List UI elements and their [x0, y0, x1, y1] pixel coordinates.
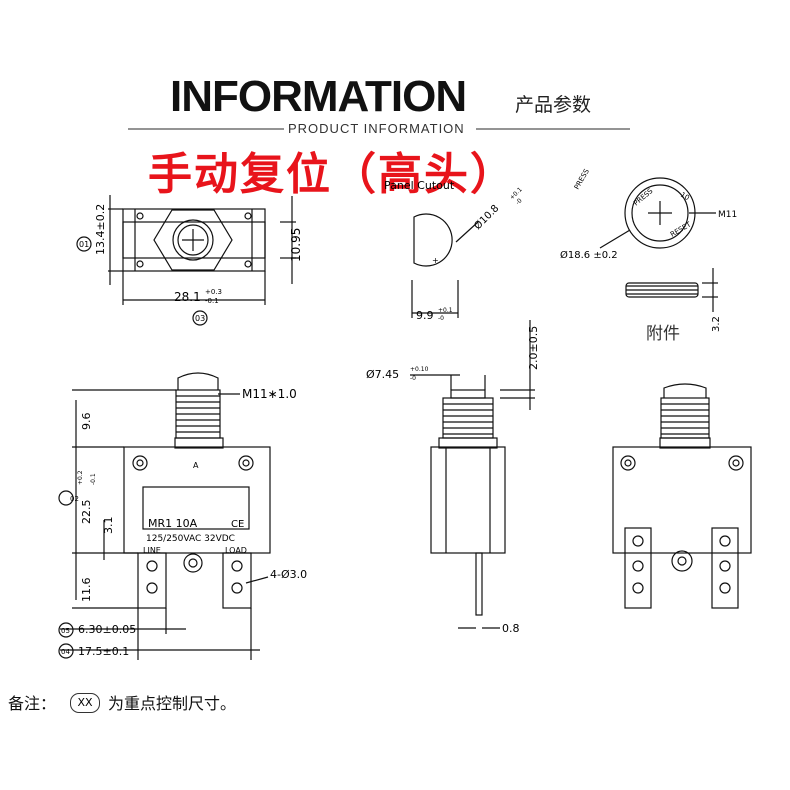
panel-cutout-label: Panel Cutout: [384, 179, 455, 192]
front-body-tol-lower: -0.1: [90, 473, 97, 485]
front-terminal-width: 6.30±0.05: [78, 623, 136, 636]
nut-thickness-label: 3.2: [711, 316, 722, 332]
footer-note-code: XX: [70, 693, 100, 713]
accessory-label: 附件: [646, 324, 680, 344]
front-body: [123, 446, 271, 554]
nut-drawing: [599, 177, 718, 312]
top-width-tol-upper: +0.3: [205, 288, 222, 296]
back-terminal-left: [624, 527, 652, 609]
cutout-flat-label: 9.9: [416, 309, 434, 322]
cutout-flat-tol-lower: -0: [438, 315, 444, 322]
front-thread-label: M11∗1.0: [242, 387, 297, 401]
front-top-height: 9.6: [80, 413, 93, 431]
mark-05: 05: [61, 627, 70, 635]
info-subtitle: PRODUCT INFORMATION: [288, 121, 465, 136]
side-button: [450, 389, 486, 399]
front-view: [58, 372, 271, 660]
hex-nut-outline: [153, 209, 233, 271]
side-button-diameter: Ø7.45: [366, 368, 399, 381]
side-terminal: [475, 552, 483, 616]
side-terminal-thickness: 0.8: [502, 622, 520, 635]
mark-02: 02: [70, 495, 79, 503]
cutout-center-mark: +: [432, 256, 439, 265]
front-load-label: LOAD: [225, 546, 247, 555]
mark-03: 03: [195, 314, 205, 323]
front-rating-label: 125/250VAC 32VDC: [146, 534, 235, 544]
front-line-label: LINE: [143, 546, 161, 555]
footer-note-text: 为重点控制尺寸。: [108, 694, 237, 713]
back-body: [612, 446, 752, 554]
front-body-height: 22.5: [80, 500, 93, 525]
front-button: [177, 372, 219, 390]
side-body: [430, 446, 506, 554]
nut-thread-label: M11: [718, 210, 737, 220]
side-button-tol-upper: +0.10: [410, 366, 429, 373]
top-view: [76, 195, 296, 326]
front-ce-mark: CE: [231, 519, 244, 530]
back-view: [612, 383, 752, 609]
top-width-tol-lower: -0.1: [205, 297, 219, 305]
nut-diameter-label: Ø18.6 ±0.2: [560, 249, 618, 261]
top-inner-height-label: 10.95: [289, 228, 303, 262]
front-body-tol-upper: +0.2: [77, 470, 84, 485]
front-label-plate: [142, 486, 250, 530]
front-arrow-mark: A: [193, 461, 199, 470]
top-width-label: 28.1: [174, 290, 201, 304]
side-view: [410, 320, 535, 629]
back-terminal-right: [711, 527, 739, 609]
cutout-diameter-tol-lower: -0: [514, 197, 523, 206]
back-thread: [660, 397, 710, 439]
info-title-cn: 产品参数: [515, 94, 592, 116]
front-model-label: MR1 10A: [148, 517, 198, 530]
front-terminal-length: 11.6: [80, 578, 93, 603]
nut-ten-text: 10: [679, 191, 691, 202]
mark-01: 01: [79, 240, 89, 249]
panel-cutout: [411, 213, 479, 318]
front-terminal-load: [222, 552, 252, 609]
front-terminal-offset: 3.1: [102, 517, 115, 535]
mark-04: 04: [61, 648, 70, 656]
info-title: INFORMATION: [170, 72, 467, 121]
cutout-diameter-label: Ø10.8: [472, 202, 502, 232]
front-terminal-line: [137, 552, 167, 609]
nut-reset-text: RESET: [669, 220, 693, 239]
side-button-tol-lower: -0: [410, 375, 416, 382]
back-button: [663, 383, 707, 398]
cutout-flat-tol-upper: +0.1: [438, 307, 453, 314]
top-height-label: 13.4±0.2: [94, 204, 107, 255]
front-terminal-pitch: 17.5±0.1: [78, 645, 129, 658]
side-button-height: 2.0±0.5: [527, 326, 540, 370]
front-hole-label: 4-Ø3.0: [270, 568, 307, 581]
manual-reset-title: 手动复位（高头）: [148, 149, 516, 200]
nut-partial-label: PRESS: [573, 167, 591, 191]
footer-note-prefix: 备注：: [8, 694, 57, 713]
